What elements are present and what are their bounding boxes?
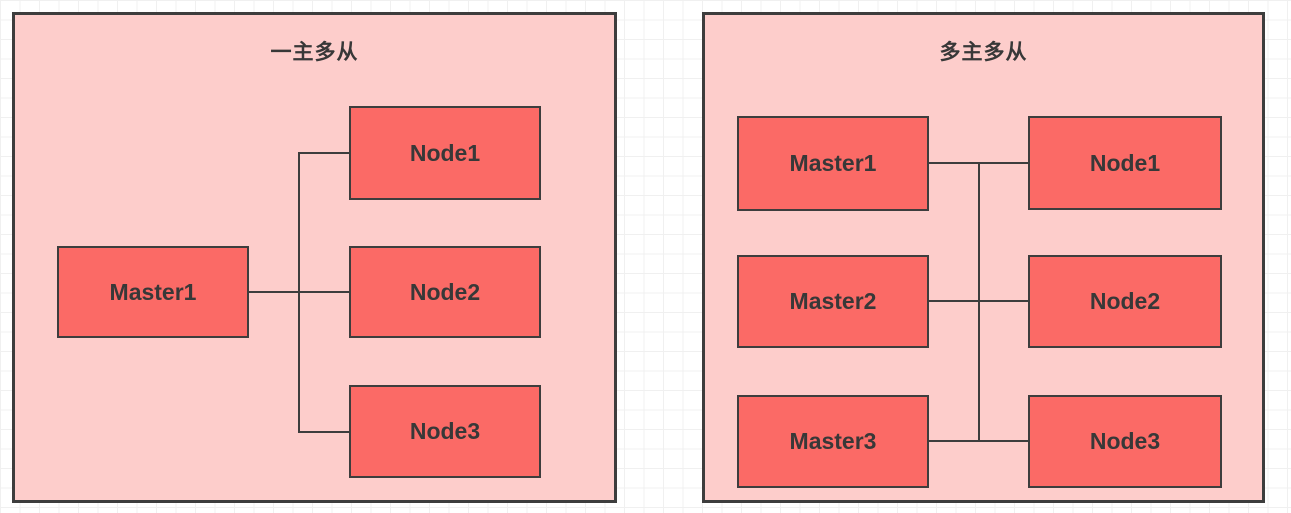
shape-master2-right[interactable]: Master2: [737, 255, 929, 348]
connector-bus-vertical-right[interactable]: [978, 162, 980, 442]
connector-master1-node1[interactable]: [929, 162, 1028, 164]
shape-master1-left[interactable]: Master1: [57, 246, 249, 338]
shape-node2-right[interactable]: Node2: [1028, 255, 1222, 348]
shape-master3-right[interactable]: Master3: [737, 395, 929, 488]
connector-to-node1[interactable]: [300, 152, 349, 154]
connector-master3-node3[interactable]: [929, 440, 1028, 442]
connector-master2-node2[interactable]: [929, 300, 1028, 302]
shape-node3-right[interactable]: Node3: [1028, 395, 1222, 488]
diagram-title-single-master: 一主多从: [270, 41, 359, 64]
shape-node3-left[interactable]: Node3: [349, 385, 541, 478]
shape-node2-left[interactable]: Node2: [349, 246, 541, 338]
diagram-title-multi-master: 多主多从: [939, 41, 1028, 64]
shape-master1-right[interactable]: Master1: [737, 116, 929, 211]
connector-bus-vertical-left[interactable]: [298, 152, 300, 433]
shape-node1-right[interactable]: Node1: [1028, 116, 1222, 210]
shape-node1-left[interactable]: Node1: [349, 106, 541, 200]
connector-to-node3[interactable]: [300, 431, 349, 433]
